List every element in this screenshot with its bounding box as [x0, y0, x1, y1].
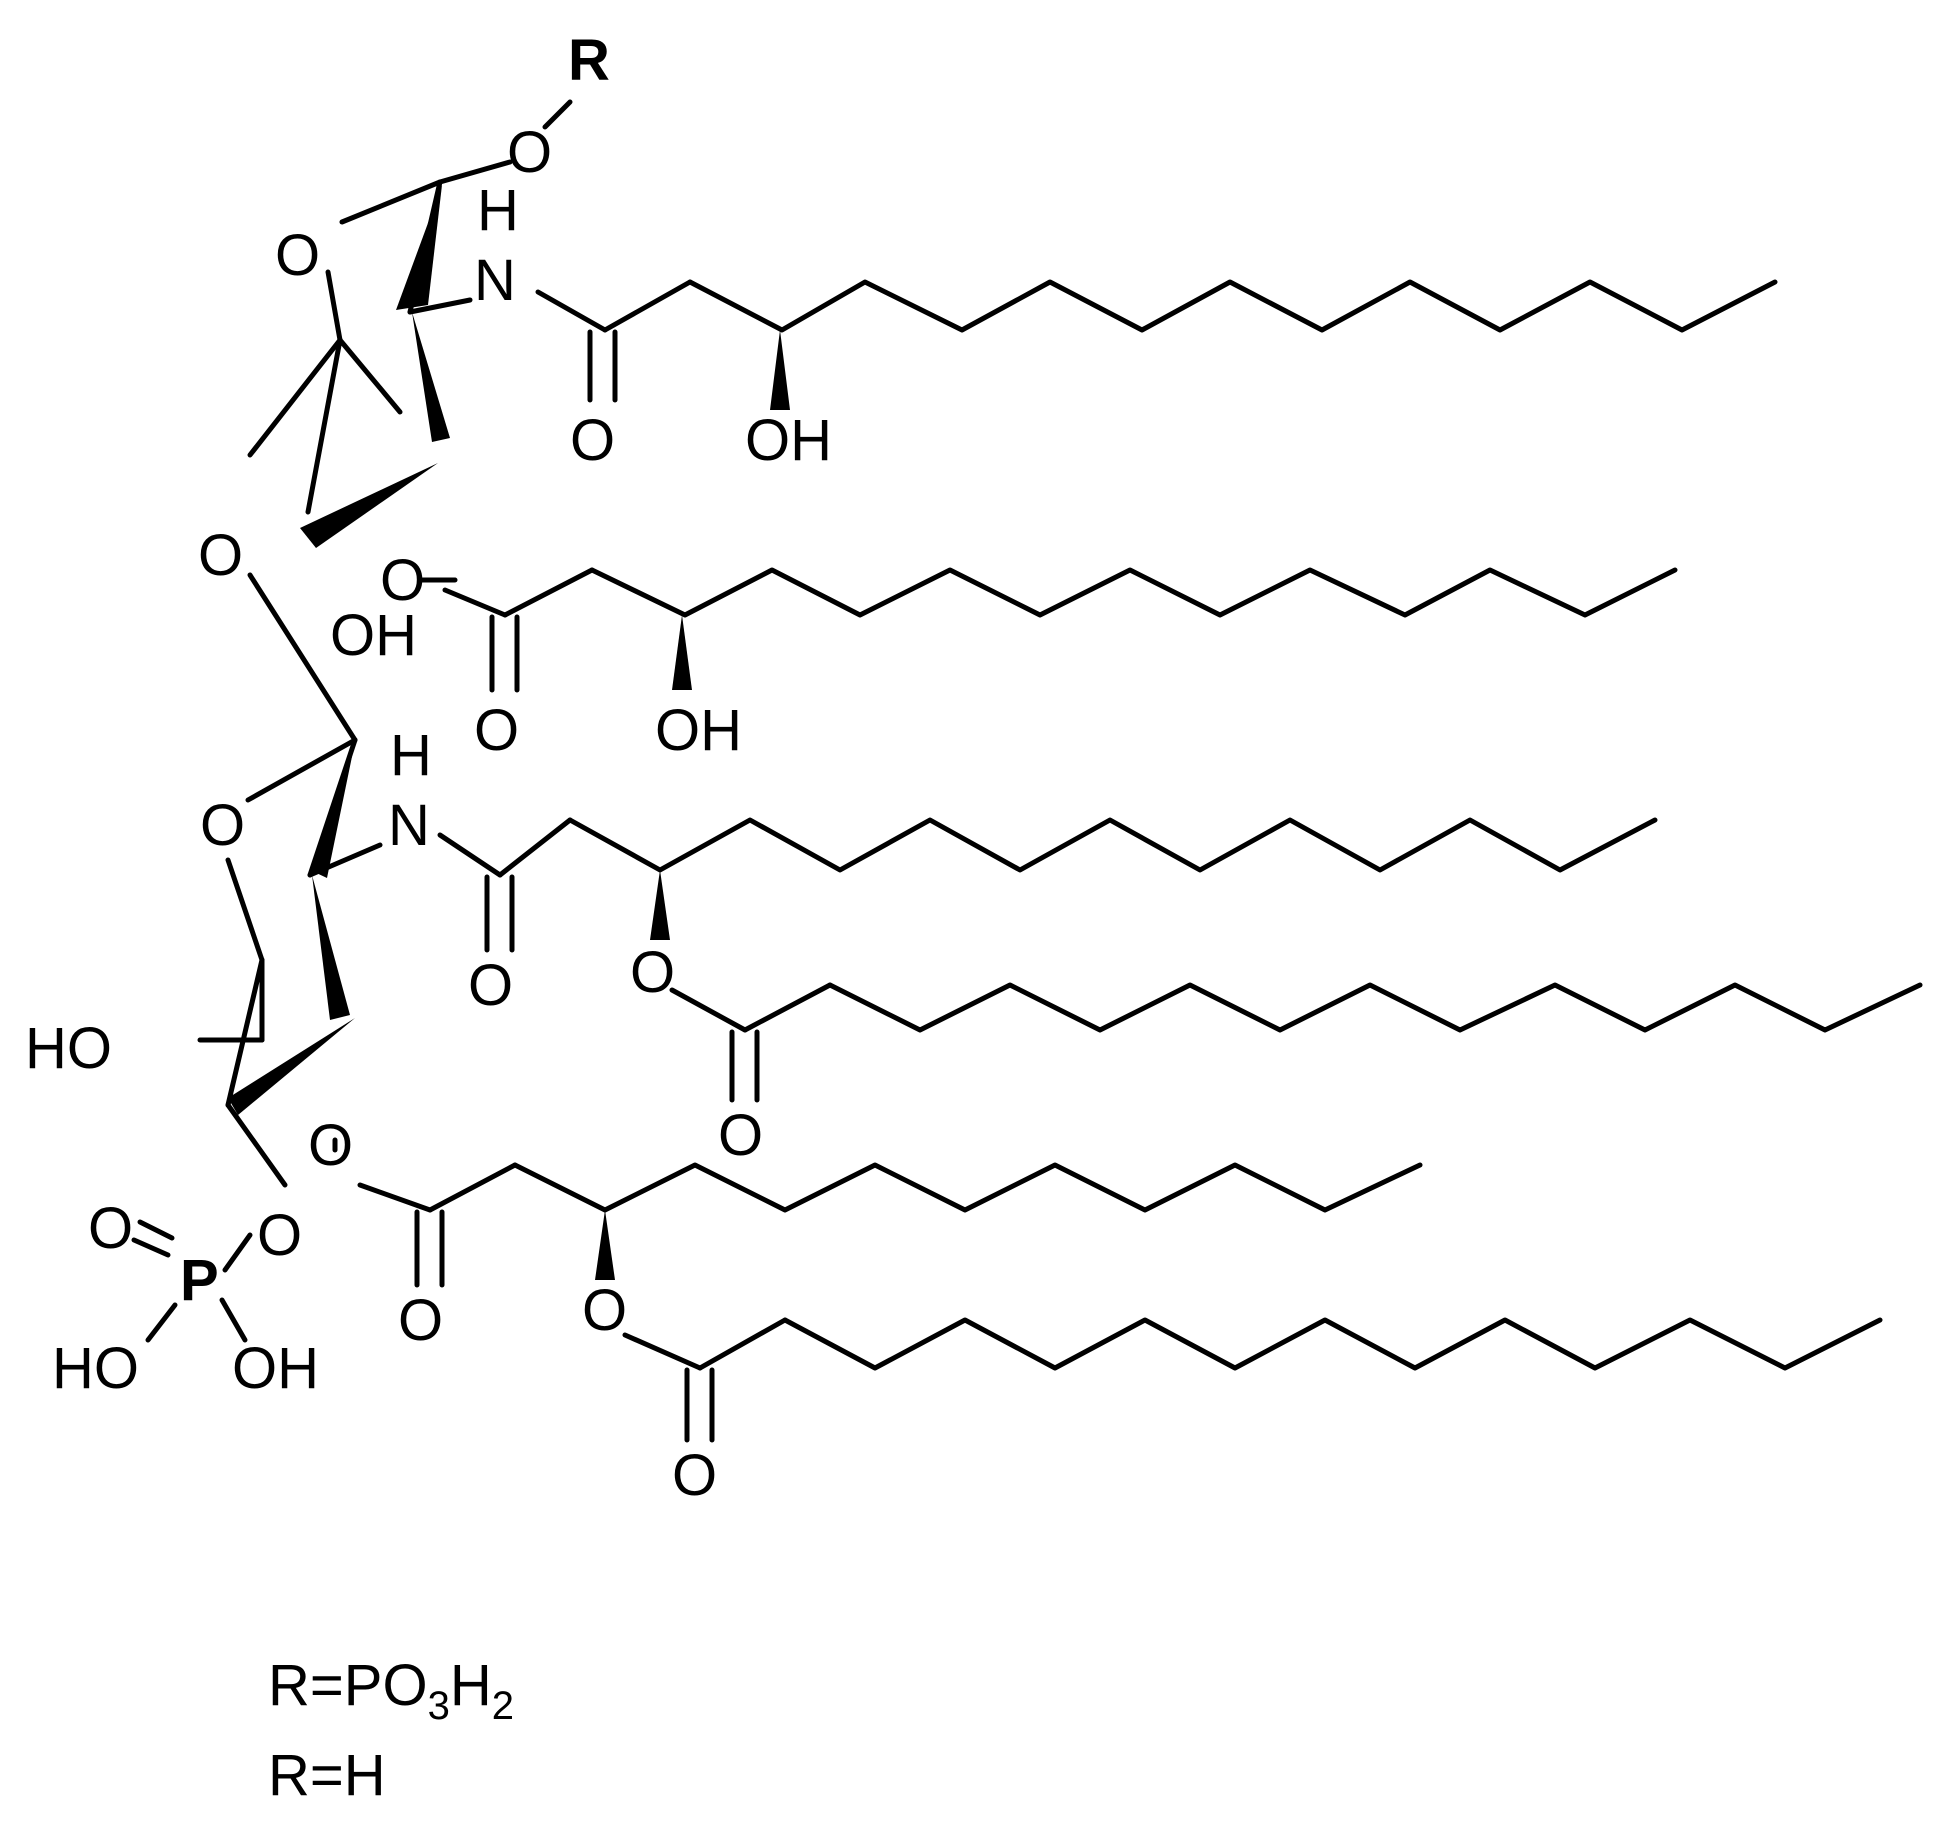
atom-o-carbonyl5: O	[672, 1443, 717, 1508]
wedge-bot-c2	[310, 742, 355, 878]
r-substituent-label: R	[568, 28, 610, 93]
atom-ho-ring2: HO	[25, 1016, 112, 1081]
legend-line1-sub2: 2	[492, 1684, 514, 1728]
wedge-top-c4	[300, 463, 438, 548]
atom-o-ring2: O	[200, 793, 245, 858]
atom-oh-chain2: OH	[655, 698, 742, 763]
atom-labels: R O O H N O OH O O OH O OH H N O O O HO …	[25, 28, 832, 1508]
legend-line-hydrogen: R=H	[268, 1743, 386, 1808]
atom-o-linkage: O	[198, 523, 243, 588]
atom-n-nh1: N	[474, 248, 516, 313]
wedge-bonds	[228, 185, 790, 1280]
wedge-bot-c4	[228, 1018, 355, 1115]
wedge-top-c3-a	[412, 312, 450, 442]
wedge-top-c2	[396, 185, 442, 310]
wedge-acyloxy3	[650, 870, 670, 940]
legend-line1-prefix: R=PO	[268, 1653, 428, 1718]
legend-line1-mid: H	[450, 1653, 492, 1718]
atom-oh-phosphate: OH	[232, 1336, 319, 1401]
atom-oh-ring1: OH	[330, 603, 417, 668]
wedge-bot-c3	[312, 875, 350, 1020]
bond-lines	[131, 99, 1923, 1443]
atom-o-ester5: O	[582, 1278, 627, 1343]
atom-ho-phosphate: HO	[52, 1336, 139, 1401]
atom-h-nh2: H	[390, 723, 432, 788]
atom-o-amide2: O	[468, 953, 513, 1018]
atom-o-ester1: O	[380, 548, 425, 613]
atom-n-nh2: N	[388, 793, 430, 858]
atom-o-phosphate-double: O	[88, 1196, 133, 1261]
atom-o-carbonyl3: O	[718, 1103, 763, 1168]
wedge-oh2	[672, 615, 692, 690]
atom-h-nh1: H	[477, 178, 519, 243]
atom-o-carbonyl4: O	[398, 1288, 443, 1353]
atom-o-ester4: O	[308, 1113, 353, 1178]
atom-o-amide1: O	[570, 408, 615, 473]
atom-oh-chain1: OH	[745, 408, 832, 473]
atom-o-phosphate-link: O	[257, 1203, 302, 1268]
atom-p: P	[180, 1248, 219, 1313]
atom-o-ring1: O	[275, 223, 320, 288]
atom-o-glycosidic: O	[507, 120, 552, 185]
legend: R=PO3H2 R=H	[268, 1653, 514, 1808]
legend-line-phosphate: R=PO3H2	[268, 1653, 514, 1728]
legend-line1-sub1: 3	[428, 1684, 450, 1728]
wedge-acyloxy4	[595, 1210, 615, 1280]
atom-o-ester3: O	[630, 940, 675, 1005]
wedge-oh1	[770, 330, 790, 410]
atom-o-carbonyl2: O	[474, 698, 519, 763]
